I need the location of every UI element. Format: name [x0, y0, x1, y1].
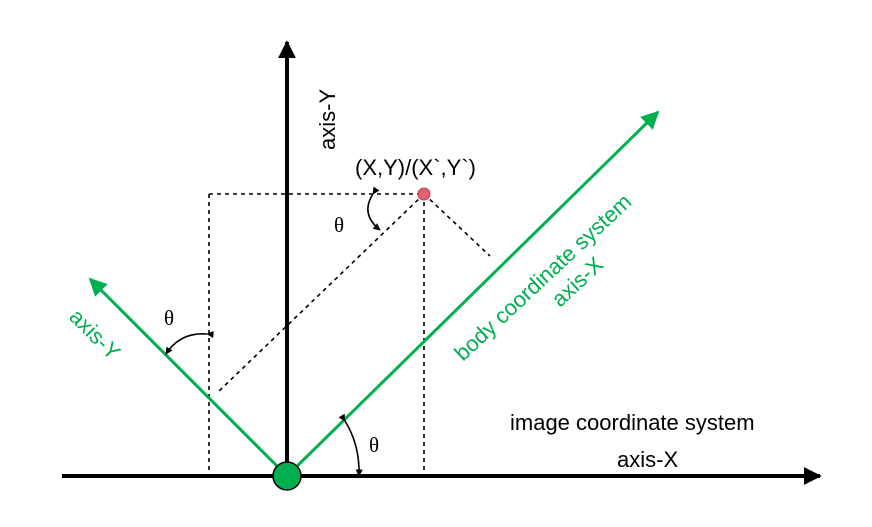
dashed-body-y-projection	[217, 193, 425, 393]
image-system-label: image coordinate system	[510, 410, 755, 435]
theta-label-left: θ	[164, 306, 174, 330]
dashed-body-x-projection	[423, 193, 491, 257]
body-axis-y-label: axis-Y	[64, 304, 125, 365]
theta-arc-left	[165, 330, 214, 355]
image-axis-y-label: axis-Y	[315, 89, 340, 150]
image-axis-x-label: axis-X	[617, 447, 678, 472]
theta-label-bottom: θ	[369, 433, 379, 457]
point-label: (X,Y)/(X`,Y`)	[355, 155, 476, 180]
body-system-label: body coordinate system	[449, 189, 636, 366]
theta-label-top: θ	[334, 213, 344, 237]
theta-arc-top	[367, 186, 381, 231]
target-point	[417, 187, 431, 201]
origin-point	[272, 461, 302, 491]
theta-arc-bottom	[338, 413, 363, 477]
body-axis-y-line	[88, 277, 289, 478]
